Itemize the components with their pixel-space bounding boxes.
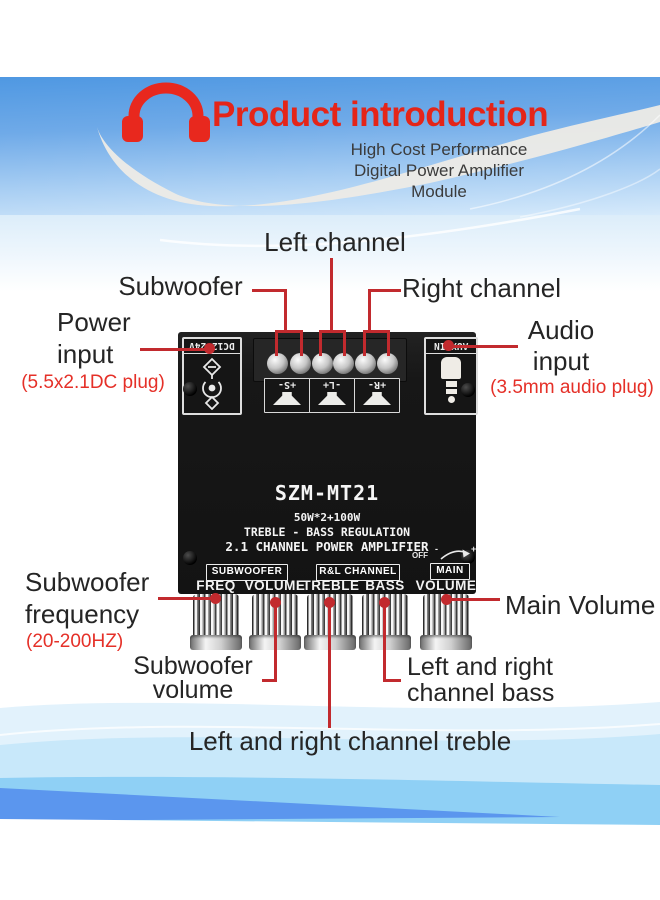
callout-line-right-channel — [368, 289, 371, 332]
mounting-screw — [183, 551, 197, 565]
audio-input-line-1: Audio — [527, 315, 595, 345]
callout-line-power-input — [140, 348, 208, 351]
treble-knob-label: TREBLE — [302, 578, 360, 593]
terminal-screw — [333, 353, 354, 374]
rl-channel-group-label: R&L CHANNEL — [316, 564, 400, 581]
main-volume-knob — [420, 594, 472, 650]
annotation-audio-input: Audio input — [520, 315, 602, 377]
lr-bass-line-2: channel bass — [407, 679, 555, 707]
audio-input-line-2: input — [532, 346, 590, 376]
callout-line-subwoofer-volume — [274, 602, 277, 682]
callout-line-right-channel — [363, 330, 390, 333]
plus-label: + — [471, 544, 477, 554]
annotation-subwoofer-frequency-detail: (20-200HZ) — [26, 631, 124, 652]
annotation-power-input-detail: (5.5x2.1DC plug) — [21, 372, 165, 393]
terminal-screw — [290, 353, 311, 374]
annotation-main-volume: Main Volume — [505, 590, 656, 620]
callout-line-subwoofer-frequency — [158, 597, 213, 600]
subtitle-line-1: High Cost Performance — [350, 140, 528, 159]
right-output-terminal: +R- — [354, 378, 400, 413]
callout-line-audio-input — [451, 345, 518, 348]
annotation-lr-treble: Left and right channel treble — [188, 726, 512, 756]
terminal-label: +R- — [367, 379, 387, 390]
callout-line-lr-bass — [386, 679, 401, 682]
dc-polarity-icon — [202, 357, 222, 410]
subwoofer-group-label: SUBWOOFER — [206, 564, 288, 581]
amplifier-board: +S- -L+ +R- DC12-24V — [178, 332, 478, 594]
terminal-screw — [312, 353, 333, 374]
subwoofer-frequency-line-2: frequency — [25, 599, 140, 629]
callout-line-subwoofer — [284, 289, 287, 332]
page-title: Product introduction — [212, 95, 549, 134]
callout-line-left-channel — [330, 258, 333, 332]
callout-line-left-channel — [319, 330, 346, 333]
callout-line-lr-bass — [383, 602, 386, 682]
left-output-terminal: -L+ — [309, 378, 355, 413]
annotation-power-input: Power input — [57, 306, 131, 370]
audio-plug-icon — [426, 357, 476, 403]
annotation-subwoofer-frequency: Subwoofer frequency — [25, 566, 149, 630]
mounting-screw — [183, 382, 197, 396]
aux-input-port: AUX-IN — [424, 337, 478, 415]
speaker-icon — [363, 392, 391, 405]
annotation-subwoofer-volume: Subwoofer volume — [120, 652, 266, 704]
annotation-audio-input-detail: (3.5mm audio plug) — [490, 377, 654, 398]
lr-bass-line-1: Left and right — [407, 653, 553, 681]
callout-line-lr-treble — [328, 602, 331, 728]
subwoofer-output-terminal: +S- — [264, 378, 310, 413]
terminal-screw — [355, 353, 376, 374]
speaker-terminal-block — [253, 338, 407, 382]
subwoofer-volume-line-2: volume — [152, 676, 234, 704]
terminal-screw — [267, 353, 288, 374]
callout-line-subwoofer — [275, 330, 303, 333]
callout-dot-lr-treble — [324, 597, 335, 608]
rotation-arrow-icon — [440, 549, 470, 560]
callout-dot-audio-input — [443, 340, 454, 351]
callout-dot-main-volume — [441, 594, 452, 605]
callout-line-left-channel — [343, 330, 346, 356]
freq-knob-label: FREQ — [196, 578, 236, 593]
callout-line-right-channel — [387, 330, 390, 356]
terminal-label: -L+ — [322, 379, 342, 390]
power-input-line-1: Power — [57, 307, 131, 337]
callout-line-right-channel — [363, 330, 366, 356]
subwoofer-frequency-line-1: Subwoofer — [25, 567, 150, 597]
bass-knob-label: BASS — [365, 578, 405, 593]
callout-dot-subwoofer-frequency — [210, 593, 221, 604]
annotation-left-channel: Left channel — [264, 227, 406, 257]
headphones-icon — [120, 82, 212, 142]
main-group-label: MAIN — [430, 563, 470, 580]
speaker-icon — [318, 392, 346, 405]
subtitle-line-2: Digital Power Amplifier Module — [353, 161, 525, 201]
callout-line-subwoofer — [252, 289, 287, 292]
callout-line-subwoofer — [300, 330, 303, 356]
subwoofer-volume-line-1: Subwoofer — [133, 652, 253, 680]
terminal-label: +S- — [277, 379, 297, 390]
board-model: SZM-MT21 — [274, 481, 380, 505]
board-power-rating: 50W*2+100W — [293, 511, 361, 524]
callout-dot-subwoofer-volume — [270, 597, 281, 608]
off-label: OFF — [412, 551, 428, 560]
board-feature-line2: 2.1 CHANNEL POWER AMPLIFIER — [225, 539, 429, 554]
header-subtitle: High Cost Performance Digital Power Ampl… — [325, 139, 553, 202]
sub-volume-knob-label: VOLUME — [244, 578, 306, 593]
annotation-right-channel: Right channel — [402, 273, 561, 303]
power-input-line-2: input — [57, 339, 114, 369]
annotation-subwoofer: Subwoofer — [118, 271, 243, 301]
callout-dot-lr-bass — [379, 597, 390, 608]
callout-line-main-volume — [450, 598, 500, 601]
callout-line-right-channel — [368, 289, 401, 292]
callout-line-subwoofer — [275, 330, 278, 356]
board-feature-line1: TREBLE - BASS REGULATION — [243, 525, 411, 539]
terminal-screw — [377, 353, 398, 374]
minus-label: - — [435, 544, 438, 554]
main-volume-knob-label: VOLUME — [415, 578, 477, 593]
speaker-icon — [273, 392, 301, 405]
callout-line-subwoofer-volume — [262, 679, 277, 682]
callout-line-left-channel — [319, 330, 322, 356]
callout-dot-power-input — [204, 343, 215, 354]
annotation-lr-bass: Left and right channel bass — [407, 654, 554, 706]
mounting-screw — [461, 383, 475, 397]
